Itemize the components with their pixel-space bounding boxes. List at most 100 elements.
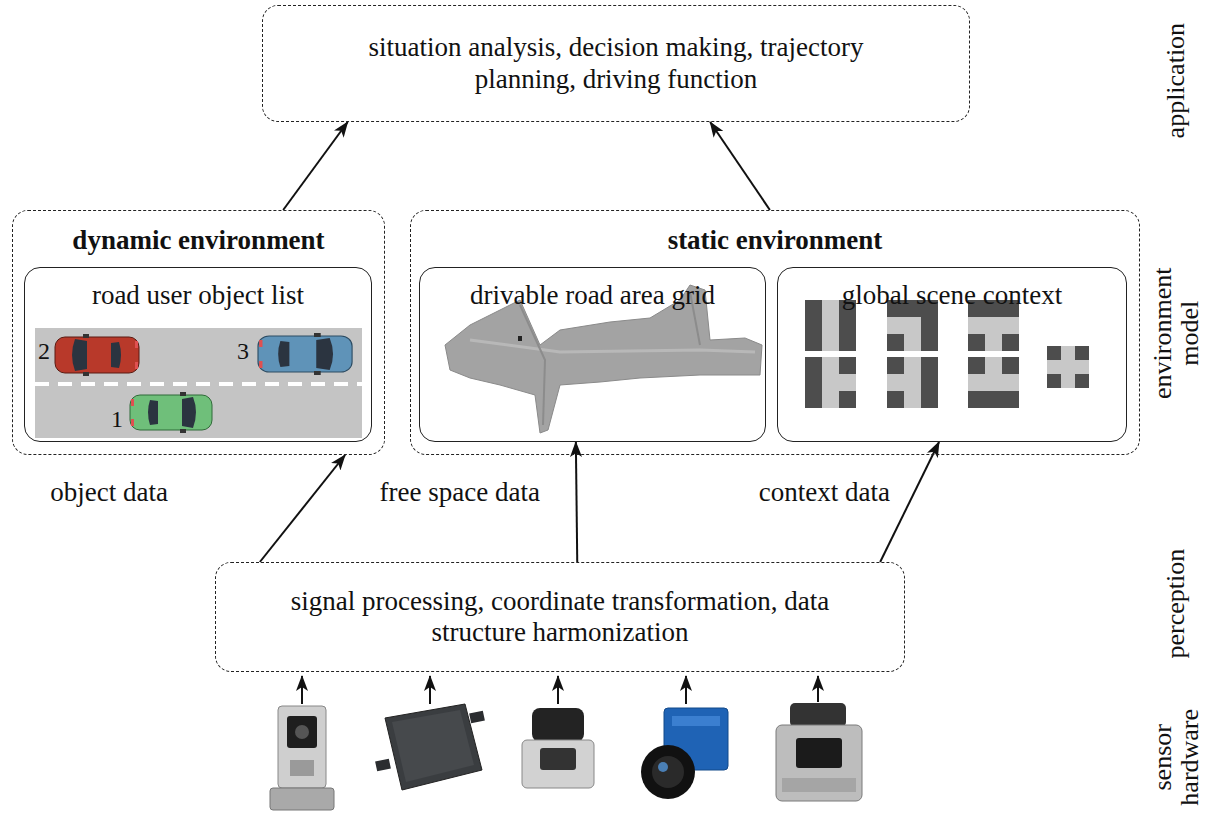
lidar-sensor-part (796, 738, 842, 768)
scene-context-tiles-part (887, 357, 904, 374)
lidar-sensor-part (782, 778, 856, 792)
road-illustration-part (35, 328, 362, 438)
scene-context-tiles-part (985, 334, 1002, 351)
box-text: drivable road area grid (430, 280, 755, 311)
car-blue-part (278, 341, 289, 367)
scene-context-tiles-part (839, 374, 856, 391)
sensor-arrows-part (301, 676, 303, 704)
scene-context-panel: global scene context (777, 267, 1127, 442)
sensor-arrows-part (685, 676, 687, 704)
scene-context-tiles-part (968, 374, 985, 391)
scene-context-tiles-part (904, 391, 921, 408)
scene-context-tiles-part (1075, 346, 1089, 360)
connector-arrow (283, 122, 347, 210)
car-red-part (135, 362, 138, 369)
radar-sensor-part (375, 759, 391, 772)
scene-context-tiles-part (887, 334, 904, 351)
scene-context-tiles-part (968, 357, 985, 374)
drivable-area-map-part (518, 336, 522, 341)
car-red-part (111, 342, 121, 368)
lidar-sensor-part (776, 725, 862, 801)
radar-sensor-part (469, 711, 485, 724)
lidar-sensor-part (290, 760, 314, 776)
scene-context-tiles-part (1047, 374, 1061, 388)
connector-arrow (710, 122, 770, 210)
scene-context-tiles-part (921, 391, 938, 408)
layer-label: application (1162, 0, 1189, 180)
scene-context-tiles-part (805, 357, 822, 374)
scene-context-tiles-part (822, 374, 839, 391)
car-blue-part (259, 340, 262, 347)
car-green-part (130, 395, 212, 430)
scene-context-tiles-part (985, 317, 1002, 334)
layer-label: sensor hardware (1149, 692, 1204, 822)
layer-label: environment model (1149, 250, 1204, 415)
road-grid-panel: drivable road area grid (419, 267, 766, 442)
car-blue-part (314, 371, 321, 375)
road-illustration (35, 328, 362, 438)
car-green-part (182, 397, 196, 428)
scene-context-tiles-part (822, 317, 839, 334)
application-box: situation analysis, decision making, tra… (262, 5, 970, 122)
camera-sensor (641, 708, 728, 799)
car-red-part (72, 339, 87, 371)
scene-context-tiles-part (921, 317, 938, 334)
box-text: global scene context (788, 280, 1116, 311)
car-red-part (135, 341, 138, 348)
scene-context-tiles-part (805, 317, 822, 334)
radar-sensor-part (392, 710, 474, 782)
camera-sensor-part (672, 716, 720, 726)
group-heading: static environment (423, 225, 1127, 256)
drivable-area-map-part (470, 340, 755, 352)
car-green (130, 392, 212, 433)
connector-arrow (260, 455, 345, 562)
car-red-part (55, 337, 139, 373)
laser-scanner-part (522, 740, 594, 788)
scene-context-tiles-part (839, 317, 856, 334)
car-red-part (83, 334, 89, 338)
scene-context-tiles-part (904, 317, 921, 334)
scene-context-tiles-part (822, 300, 839, 317)
scene-context-tiles-part (839, 334, 856, 351)
layer-label: perception (1162, 503, 1189, 703)
callout-number: 3 (237, 338, 249, 364)
sensor-arrows-part (557, 676, 559, 704)
scene-context-tiles-part (822, 357, 839, 374)
scene-context-tiles-part (985, 357, 1002, 374)
lidar-sensor (776, 703, 862, 801)
scene-context-tiles-part (968, 317, 985, 334)
laser-scanner-part (540, 748, 576, 770)
car-blue-part (314, 333, 321, 337)
static-environment-group: static environment drivable road area gri… (410, 210, 1140, 455)
scene-context-tiles-part (839, 357, 856, 374)
scene-context-tiles-part (805, 334, 822, 351)
scene-context-tiles-part (904, 334, 921, 351)
laser-scanner-part (532, 708, 584, 742)
car-red (55, 334, 139, 376)
radar-sensor (375, 704, 485, 790)
scene-context-tiles-part (1075, 374, 1089, 388)
scene-context-tiles-part (805, 391, 822, 408)
scene-context-tiles-part (1002, 374, 1019, 391)
scene-context-tiles-part (822, 334, 839, 351)
scene-context-tiles-part (904, 357, 921, 374)
scene-context-tiles-part (1061, 374, 1075, 388)
scene-context-tiles-part (887, 317, 904, 334)
sensor-arrows (302, 676, 818, 704)
scene-context-tiles-part (921, 374, 938, 391)
callout-number: 1 (111, 406, 123, 432)
scene-context-tiles-part (1075, 360, 1089, 374)
perception-box: signal processing, coordinate transforma… (215, 562, 905, 672)
scene-context-tiles-part (887, 374, 904, 391)
scene-context-tiles-part (985, 391, 1002, 408)
lidar-sensor (270, 706, 334, 810)
scene-context-tiles-part (921, 334, 938, 351)
radar-sensor-part (385, 704, 482, 790)
scene-context-tiles-part (904, 374, 921, 391)
scene-context-tiles-part (839, 391, 856, 408)
lidar-sensor-part (278, 706, 326, 788)
sensor-arrows-part (429, 676, 431, 704)
edge-label: context data (759, 478, 890, 508)
